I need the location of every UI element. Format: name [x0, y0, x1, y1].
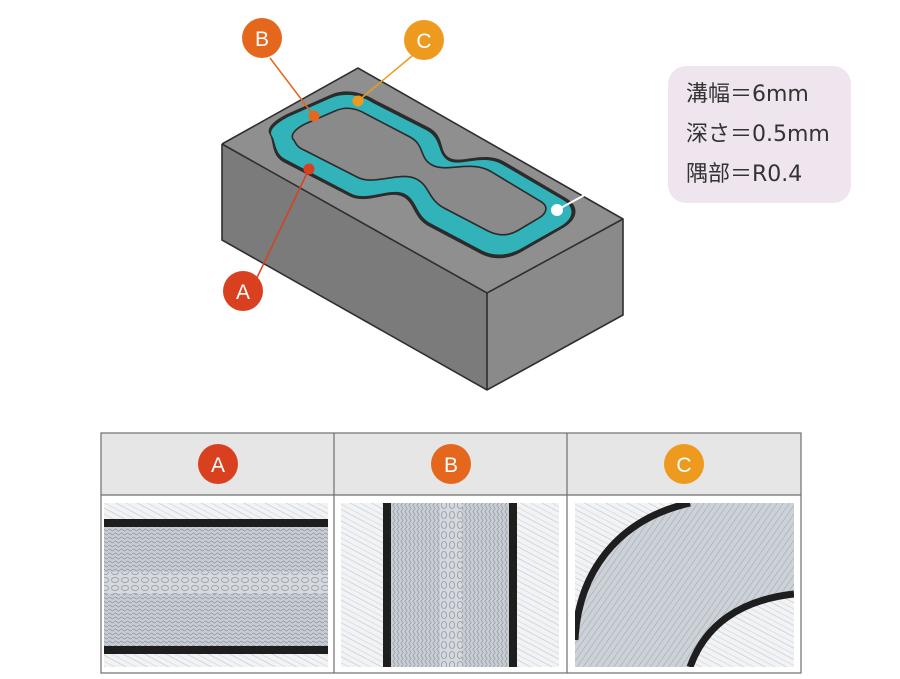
spec-line-corner: 隅部＝R0.4	[686, 162, 802, 187]
table-header-b: B	[431, 444, 471, 484]
leader-a	[252, 168, 310, 287]
table-header-a: A	[198, 444, 238, 484]
point-a-dot	[303, 163, 315, 175]
micrograph-table: A B C	[100, 432, 802, 674]
block-left-face	[222, 144, 487, 390]
leader-spec	[556, 142, 681, 211]
groove	[268, 91, 576, 259]
svg-text:A: A	[236, 281, 250, 304]
block-edges	[221, 67, 624, 391]
micrograph-c	[575, 503, 794, 667]
leader-lines	[252, 55, 681, 287]
spec-line-width: 溝幅＝6mm	[686, 82, 809, 107]
table-header-c: C	[664, 444, 704, 484]
point-spec-dot	[551, 204, 563, 216]
point-b-dot	[308, 110, 320, 122]
svg-text:B: B	[444, 454, 458, 477]
leader-b	[269, 57, 315, 117]
point-c-dot	[352, 95, 364, 107]
svg-text:B: B	[255, 28, 269, 51]
table-border	[100, 432, 802, 674]
marker-b: B	[242, 18, 282, 58]
leader-c	[357, 55, 413, 102]
groove-island	[291, 107, 547, 236]
svg-text:A: A	[211, 454, 225, 477]
svg-text:C: C	[676, 454, 691, 477]
marker-a: A	[223, 271, 263, 311]
marker-c: C	[404, 20, 444, 60]
micrograph-b	[341, 503, 559, 667]
micrograph-a	[104, 503, 328, 667]
spec-box: 溝幅＝6mm 深さ＝0.5mm 隅部＝R0.4	[668, 66, 851, 203]
block-front-face	[487, 219, 623, 390]
workpiece-block	[221, 67, 624, 391]
spec-line-depth: 深さ＝0.5mm	[686, 122, 830, 147]
svg-text:C: C	[416, 30, 431, 53]
